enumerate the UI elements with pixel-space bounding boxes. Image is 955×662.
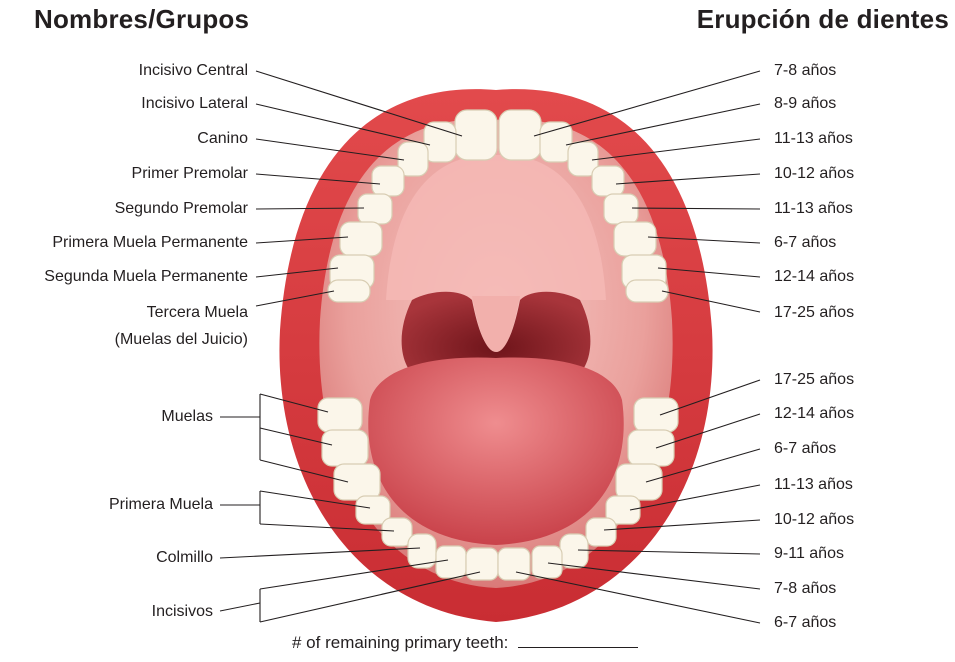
lower-molar1-right: [616, 464, 662, 500]
eruption-lower-7: 7-8 años: [774, 579, 836, 598]
label-second-permanent-molar: Segunda Muela Permanente: [44, 267, 248, 286]
label-first-premolar: Primer Premolar: [132, 164, 248, 183]
eruption-upper-2: 8-9 años: [774, 94, 836, 113]
lower-molar3-right: [634, 398, 678, 432]
eruption-lower-5: 10-12 años: [774, 510, 854, 529]
remaining-teeth-prompt: # of remaining primary teeth:: [292, 632, 638, 653]
upper-molar3-right: [626, 280, 668, 302]
label-first-permanent-molar: Primera Muela Permanente: [52, 233, 248, 252]
eruption-upper-3: 11-13 años: [774, 129, 853, 148]
upper-central-incisor-right: [499, 110, 541, 160]
lower-central-incisor-right: [498, 548, 530, 580]
eruption-lower-1: 17-25 años: [774, 370, 854, 389]
label-group-incisors: Incisivos: [152, 602, 213, 621]
lower-molar2-right: [628, 430, 674, 466]
eruption-lower-4: 11-13 años: [774, 475, 853, 494]
eruption-upper-6: 6-7 años: [774, 233, 836, 252]
eruption-upper-7: 12-14 años: [774, 267, 854, 286]
label-canine: Canino: [197, 129, 248, 148]
label-central-incisor: Incisivo Central: [139, 61, 248, 80]
lower-molar1-left: [334, 464, 380, 500]
label-group-first-molar: Primera Muela: [109, 495, 213, 514]
eruption-upper-4: 10-12 años: [774, 164, 854, 183]
label-second-premolar: Segundo Premolar: [115, 199, 248, 218]
upper-premolar1-left: [372, 166, 404, 196]
upper-molar3-left: [328, 280, 370, 302]
eruption-upper-5: 11-13 años: [774, 199, 853, 218]
label-group-canine: Colmillo: [156, 548, 213, 567]
lower-central-incisor-left: [466, 548, 498, 580]
eruption-lower-2: 12-14 años: [774, 404, 854, 423]
lower-premolar1-right: [586, 518, 616, 546]
eruption-lower-8: 6-7 años: [774, 613, 836, 632]
lower-premolar1-left: [382, 518, 412, 546]
lower-molar2-left: [322, 430, 368, 466]
upper-molar1-right: [614, 222, 656, 256]
eruption-upper-8: 17-25 años: [774, 303, 854, 322]
remaining-teeth-text: # of remaining primary teeth:: [292, 633, 508, 652]
lower-canine-right: [560, 534, 588, 568]
eruption-upper-1: 7-8 años: [774, 61, 836, 80]
label-lateral-incisor: Incisivo Lateral: [141, 94, 248, 113]
remaining-teeth-blank[interactable]: [518, 632, 638, 648]
lower-molar3-left: [318, 398, 362, 432]
upper-premolar2-left: [358, 194, 392, 224]
upper-premolar1-right: [592, 166, 624, 196]
lower-lateral-incisor-left: [436, 546, 466, 578]
upper-lateral-incisor-right: [540, 122, 572, 162]
upper-molar1-left: [340, 222, 382, 256]
eruption-lower-3: 6-7 años: [774, 439, 836, 458]
upper-lateral-incisor-left: [424, 122, 456, 162]
label-group-molars: Muelas: [161, 407, 213, 426]
upper-premolar2-right: [604, 194, 638, 224]
eruption-lower-6: 9-11 años: [774, 544, 844, 563]
upper-central-incisor-left: [455, 110, 497, 160]
label-wisdom-teeth: (Muelas del Juicio): [115, 330, 248, 349]
label-third-molar: Tercera Muela: [147, 303, 248, 322]
lower-lateral-incisor-right: [532, 546, 562, 578]
